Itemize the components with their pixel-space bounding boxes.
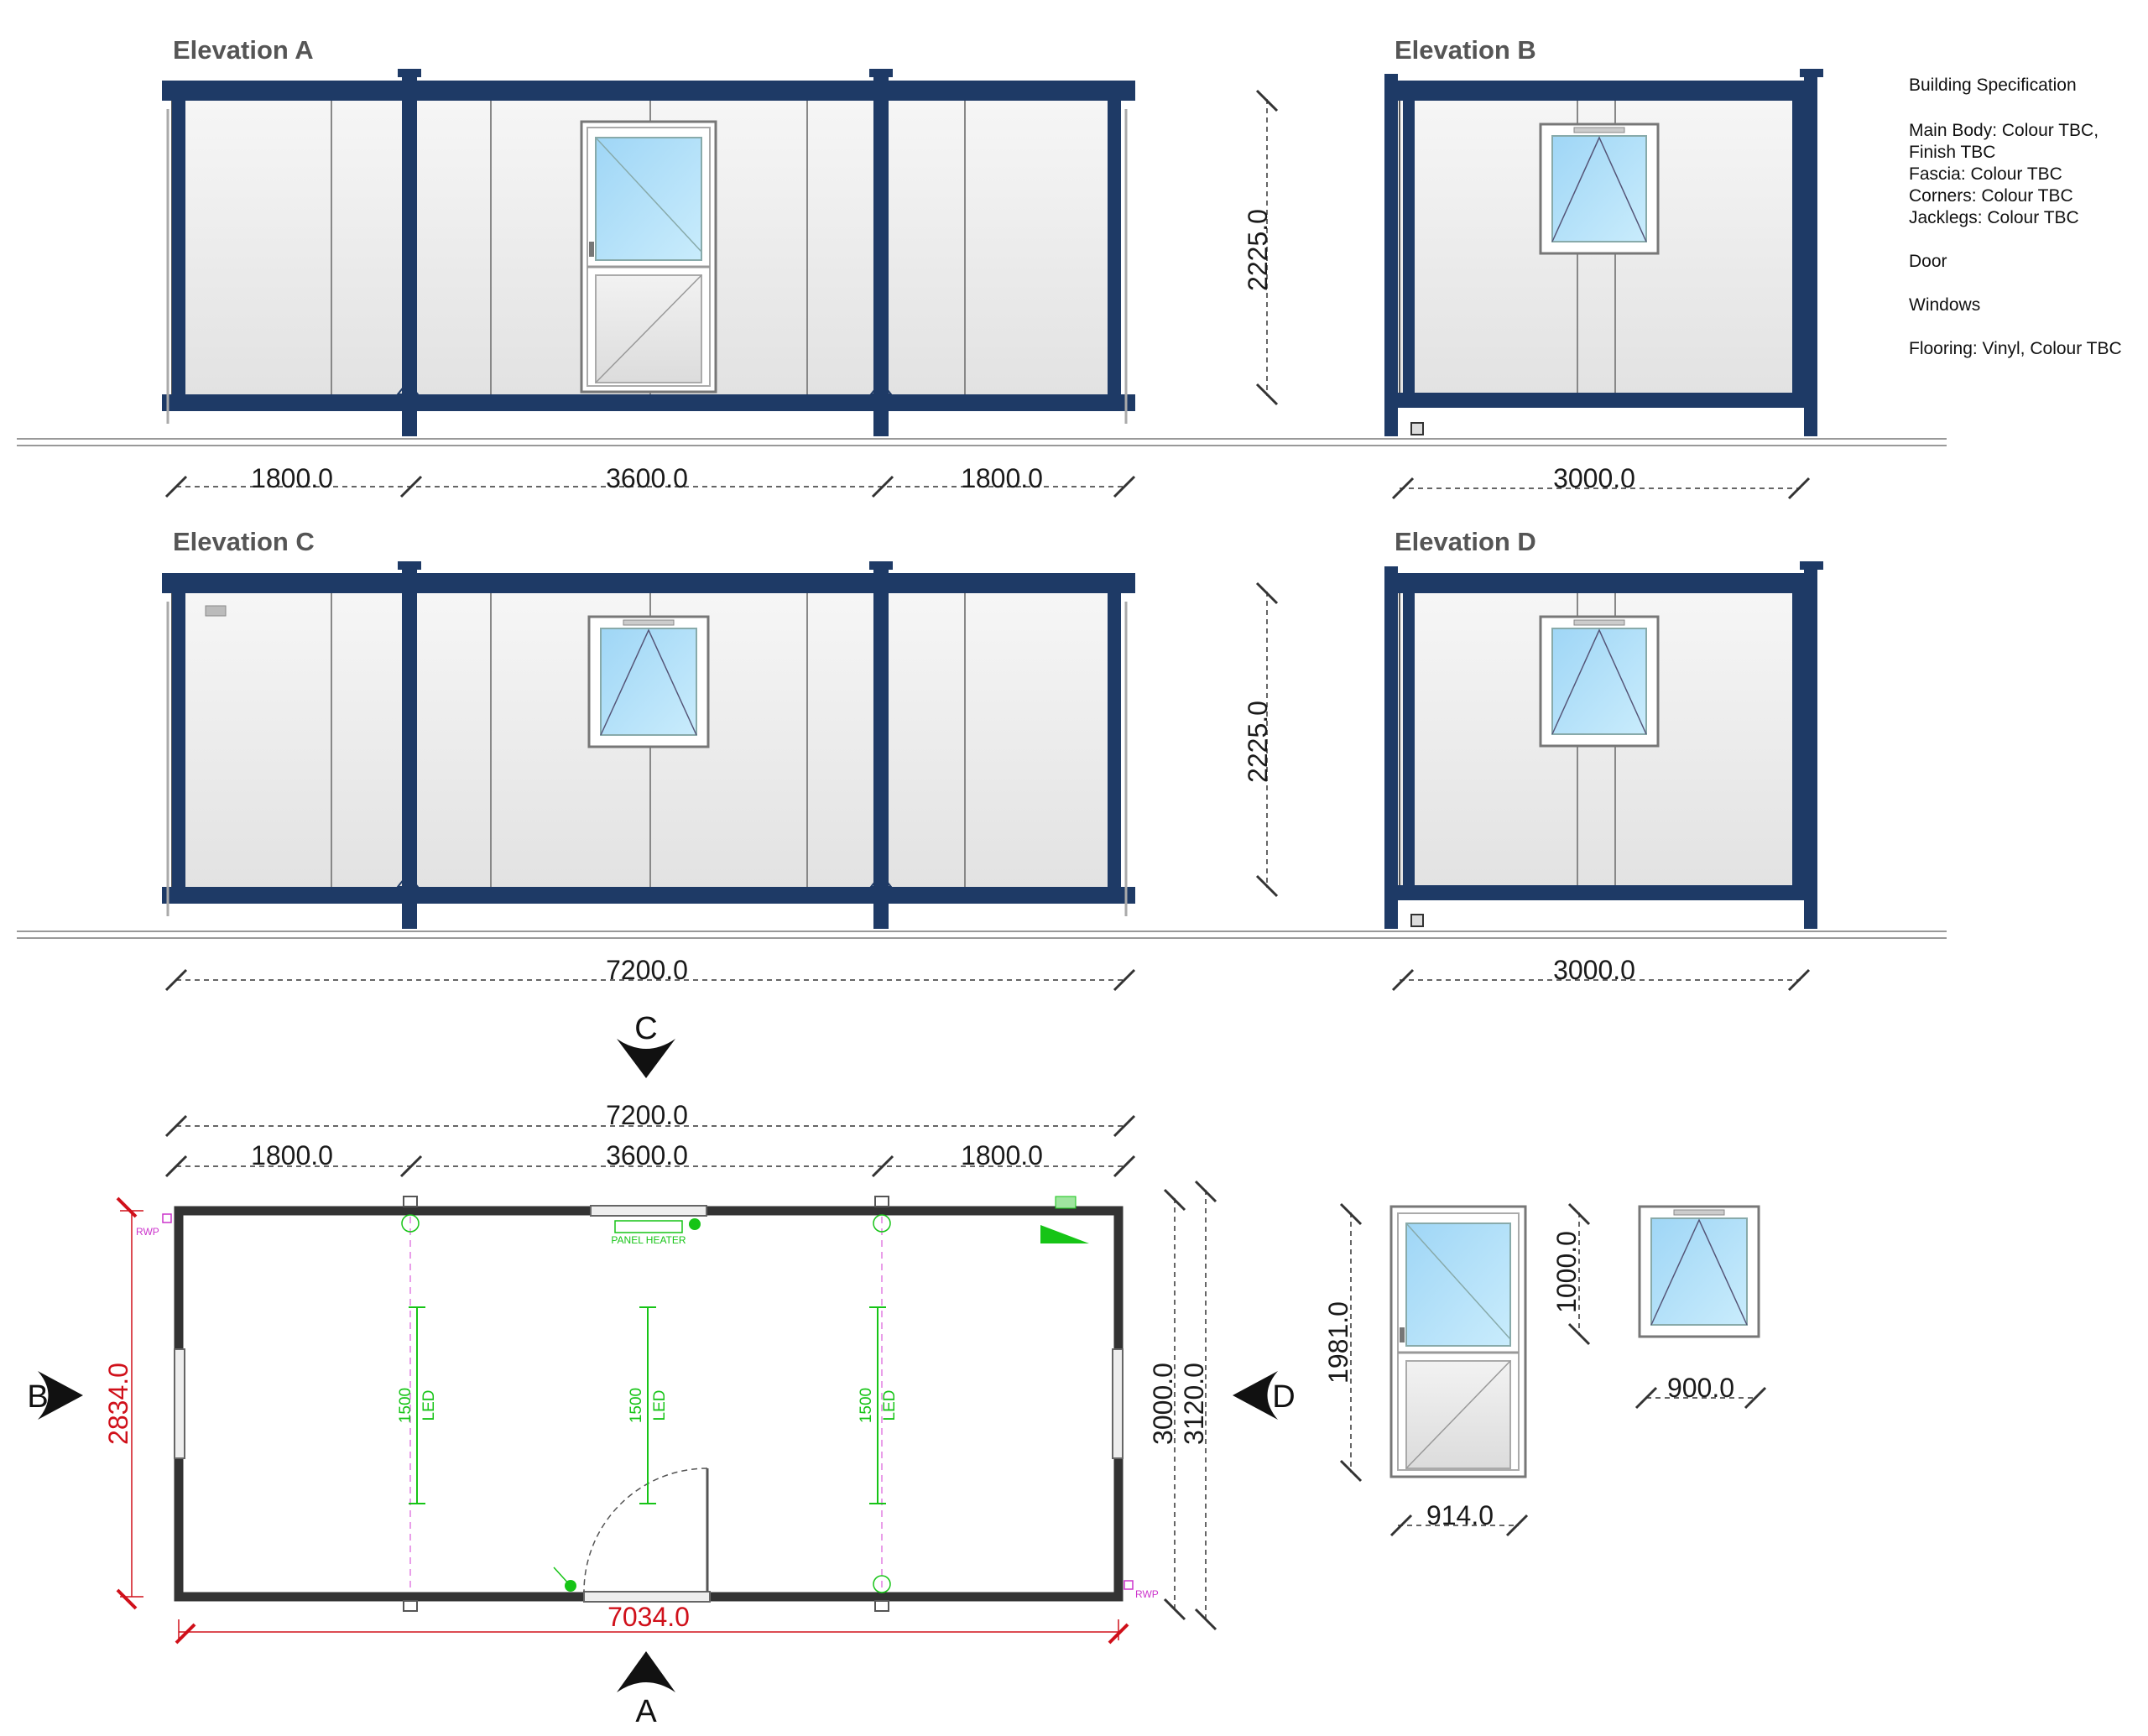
elevation-d-title: Elevation D bbox=[1395, 527, 1536, 556]
plan-window-right bbox=[1112, 1348, 1124, 1459]
plan-bay-dim-right: 1800.0 bbox=[961, 1140, 1043, 1170]
led-2-length: 1500 bbox=[628, 1388, 645, 1423]
window-detail-width: 900.0 bbox=[1667, 1373, 1734, 1403]
plan-overall-width: 3120.0 bbox=[1179, 1363, 1209, 1445]
section-marker-d: D bbox=[1233, 1371, 1296, 1420]
led-1-type: LED bbox=[420, 1390, 438, 1421]
section-marker-a: A bbox=[617, 1651, 675, 1729]
plan-internal-width: 2834.0 bbox=[103, 1363, 133, 1445]
elevation-a-dim-right: 1800.0 bbox=[961, 463, 1043, 493]
elevation-d-dim: 3000.0 bbox=[1553, 955, 1635, 985]
plan-internal-length: 7034.0 bbox=[607, 1602, 690, 1632]
elevation-a-title: Elevation A bbox=[173, 35, 314, 65]
door-swing bbox=[583, 1468, 709, 1593]
elevation-a-dim-left: 1800.0 bbox=[251, 463, 333, 493]
spec-main-body: Main Body: Colour TBC, bbox=[1909, 121, 2098, 140]
height-dim-top-label: 2225.0 bbox=[1243, 209, 1273, 291]
socket-symbols bbox=[401, 1214, 891, 1593]
section-marker-c: C bbox=[617, 1011, 675, 1078]
led-3-type: LED bbox=[881, 1390, 899, 1421]
elevation-c-title: Elevation C bbox=[173, 527, 315, 556]
section-c-label: C bbox=[634, 1011, 657, 1046]
elevation-c-dim: 7200.0 bbox=[606, 955, 688, 985]
plan-window-left bbox=[174, 1348, 185, 1459]
section-a-label: A bbox=[635, 1694, 657, 1729]
plan-overall-dim: 7200.0 bbox=[606, 1100, 688, 1130]
section-marker-b: B bbox=[27, 1371, 83, 1420]
elevation-b-window bbox=[1539, 123, 1660, 255]
height-dim-bottom-label: 2225.0 bbox=[1243, 701, 1273, 783]
elevation-c-window bbox=[587, 615, 710, 748]
distribution-board bbox=[1040, 1225, 1089, 1243]
elevation-a-dim-centre: 3600.0 bbox=[606, 463, 688, 493]
door-detail: 1981.0 914.0 bbox=[1323, 1202, 1529, 1537]
spec-corners: Corners: Colour TBC bbox=[1909, 186, 2073, 206]
elevation-c: Elevation C bbox=[17, 527, 1947, 992]
spec-jacklegs: Jacklegs: Colour TBC bbox=[1909, 208, 2079, 227]
floor-plan: C 7200.0 1800.0 3600.0 1800.0 bbox=[27, 1011, 1295, 1729]
spec-flooring: Flooring: Vinyl, Colour TBC bbox=[1909, 339, 2122, 358]
plan-door-opening bbox=[583, 1591, 711, 1603]
window-detail: 1000.0 900.0 bbox=[1551, 1202, 1767, 1410]
building-specification: Building Specification Main Body: Colour… bbox=[1909, 76, 2122, 358]
door-detail-height: 1981.0 bbox=[1323, 1301, 1353, 1384]
elevation-a-door bbox=[580, 120, 717, 394]
rwp-label-left: RWP bbox=[136, 1226, 159, 1238]
plan-bay-dim-centre: 3600.0 bbox=[606, 1140, 688, 1170]
elevation-a: Elevation A bbox=[17, 35, 1947, 498]
elevation-b-dim: 3000.0 bbox=[1553, 463, 1635, 493]
elevation-d-window bbox=[1539, 615, 1660, 748]
plan-bay-dim-left: 1800.0 bbox=[251, 1140, 333, 1170]
plan-window-top bbox=[590, 1205, 707, 1217]
elevation-d: Elevation D 3000.0 bbox=[1384, 527, 1823, 992]
section-d-label: D bbox=[1272, 1379, 1295, 1415]
elevation-b: Elevation B 3000.0 bbox=[1384, 35, 1823, 500]
spec-door: Door bbox=[1909, 252, 1947, 271]
section-b-label: B bbox=[27, 1379, 48, 1415]
height-dimension-bottom bbox=[1255, 581, 1279, 898]
spec-fascia: Fascia: Colour TBC bbox=[1909, 164, 2062, 184]
rwp-label-right: RWP bbox=[1135, 1588, 1159, 1600]
led-2-type: LED bbox=[651, 1390, 669, 1421]
led-3-length: 1500 bbox=[858, 1388, 875, 1423]
door-detail-width: 914.0 bbox=[1426, 1500, 1494, 1530]
elevation-a-dimension-line bbox=[164, 475, 1136, 498]
spec-finish: Finish TBC bbox=[1909, 143, 1995, 162]
led-light-fittings bbox=[409, 1306, 886, 1504]
consumer-unit bbox=[1055, 1196, 1077, 1209]
height-dimension-top bbox=[1255, 89, 1279, 406]
ground-line-upper bbox=[17, 438, 1947, 446]
panel-heater: PANEL HEATER bbox=[611, 1218, 701, 1246]
spec-windows: Windows bbox=[1909, 295, 1980, 315]
panel-heater-label: PANEL HEATER bbox=[611, 1234, 686, 1246]
led-1-length: 1500 bbox=[397, 1388, 414, 1423]
window-detail-height: 1000.0 bbox=[1551, 1231, 1582, 1313]
elevation-b-title: Elevation B bbox=[1395, 35, 1536, 65]
plan-width: 3000.0 bbox=[1148, 1363, 1178, 1445]
spec-heading: Building Specification bbox=[1909, 76, 2077, 95]
